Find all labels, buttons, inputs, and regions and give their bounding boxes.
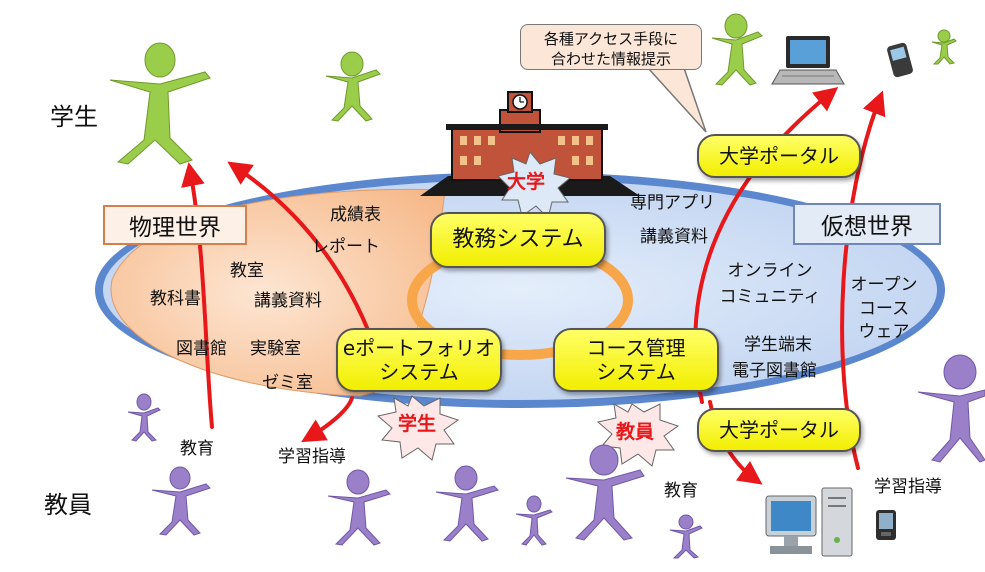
study-guidance-left-label: 学習指導 — [278, 447, 346, 467]
pda-icon — [876, 510, 896, 540]
online-line-1: オンライン — [727, 261, 813, 281]
star-faculty-label: 教員 — [616, 421, 655, 443]
ocw-line-1: オープン — [850, 275, 918, 295]
purple-person-icon — [917, 354, 985, 463]
arrow-physical-to-student — [181, 162, 214, 429]
info-callout: 各種アクセス手段に 合わせた情報提示 — [520, 24, 702, 70]
student-starburst — [376, 395, 460, 461]
online-line-2: コミュニティ — [719, 286, 821, 307]
green-person-icon — [931, 29, 957, 65]
callout-line-2: 合わせた情報提示 — [550, 50, 671, 69]
purple-person-icon — [515, 495, 553, 546]
student-device-label: 学生端末 — [744, 335, 812, 355]
purple-person-icon — [435, 465, 499, 542]
laboratory-label: 実験室 — [250, 339, 301, 359]
classroom-label: 教室 — [230, 261, 264, 281]
education-left-label: 教育 — [180, 439, 214, 459]
university-label: 大学 — [507, 171, 546, 193]
portal-bottom-box: 大学ポータル — [697, 408, 861, 452]
laptop-icon — [771, 36, 845, 85]
students-label: 学生 — [50, 103, 98, 131]
eportfolio-system-box: eポートフォリオ システム — [336, 328, 502, 392]
online-community-label: オンライン コミュニティ — [716, 261, 824, 307]
green-person-icon — [325, 51, 381, 122]
seminar-room-label: ゼミ室 — [262, 373, 313, 393]
eportfolio-line-1: eポートフォリオ — [342, 336, 496, 360]
portal-top-box: 大学ポータル — [697, 134, 861, 178]
library-label: 図書館 — [176, 339, 227, 359]
virtual-world-label: 仮想世界 — [793, 203, 941, 245]
report-label: レポート — [312, 237, 380, 257]
course-mgmt-line-2: システム — [596, 360, 676, 384]
faculty-starburst — [596, 403, 680, 467]
faculty-label: 教員 — [44, 491, 92, 519]
desktop-computer-icon — [765, 487, 853, 557]
green-person-icon — [711, 13, 763, 86]
callout-line-1: 各種アクセス手段に — [543, 30, 679, 48]
course-mgmt-line-1: コース管理 — [586, 336, 686, 360]
education-bottom-label: 教育 — [664, 481, 698, 501]
green-person-icon — [109, 42, 211, 165]
mobile-phone-icon — [887, 42, 913, 78]
purple-person-icon — [565, 444, 645, 541]
lecture-materials-left-label: 講義資料 — [254, 291, 322, 311]
e-library-label: 電子図書館 — [732, 361, 817, 381]
eportfolio-line-2: システム — [379, 360, 459, 384]
university-building-icon — [420, 91, 640, 196]
ocw-line-2: コース — [858, 298, 910, 319]
star-student-label: 学生 — [398, 413, 437, 435]
purple-person-icon — [327, 469, 391, 546]
ocw-line-3: ウェア — [858, 322, 910, 343]
ocw-label: オープン コース ウェア — [846, 275, 922, 343]
arrow-eportfolio-to-guidance — [301, 396, 354, 443]
purple-person-icon — [151, 466, 211, 536]
university-starburst — [497, 150, 572, 219]
course-management-box: コース管理 システム — [553, 328, 719, 392]
study-guidance-right-label: 学習指導 — [874, 477, 942, 497]
special-apps-label: 専門アプリ — [630, 193, 715, 213]
arrow-eportfolio-to-student — [227, 161, 374, 342]
academic-system-box: 教務システム — [430, 212, 606, 268]
purple-person-icon — [127, 393, 161, 442]
textbook-label: 教科書 — [150, 289, 201, 309]
callout-pointer — [646, 67, 707, 133]
physical-world-label: 物理世界 — [103, 205, 247, 245]
lecture-materials-right-label: 講義資料 — [640, 227, 708, 247]
grades-label: 成績表 — [330, 205, 381, 225]
purple-person-icon — [669, 514, 703, 559]
